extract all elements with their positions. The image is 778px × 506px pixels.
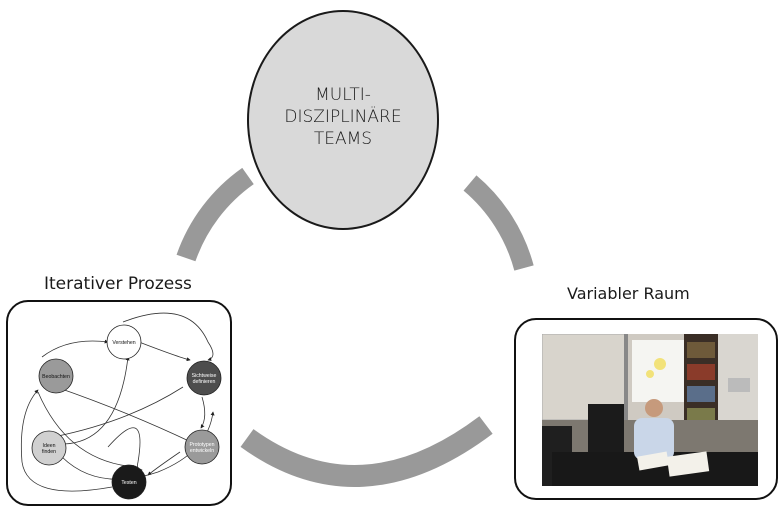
variable-room-panel [514, 318, 778, 500]
photo-printer [728, 378, 750, 392]
process-node-verstehen [106, 324, 142, 360]
process-node-ideen [31, 430, 67, 466]
arrow-sichtweise-prototypen [200, 396, 206, 429]
arrow-beobachten-testen [37, 391, 137, 469]
ring-arc-bottom [240, 416, 493, 487]
photo-sticky-note [646, 370, 654, 378]
arrow-ideen-verstehen [63, 356, 130, 445]
photo-board-edge [624, 334, 628, 420]
multidisciplinary-teams-circle: MULTI- DISZIPLINÄRE TEAMS [247, 10, 439, 230]
arrow-prototypen-testen [147, 451, 181, 476]
photo-books [687, 364, 715, 380]
process-node-label-verstehen: Verstehen [112, 340, 135, 346]
process-node-prototypen [184, 429, 220, 465]
process-node-label-testen: Testen [121, 480, 136, 486]
ring-arc-left [176, 167, 254, 262]
arrow-inner-loop [107, 427, 143, 472]
multidisciplinary-teams-title: MULTI- DISZIPLINÄRE TEAMS [284, 85, 402, 149]
ring-arc-right [463, 175, 534, 271]
arrow-verstehen-sichtweise [138, 341, 191, 362]
arrow-sichtweise-ideen [52, 386, 184, 439]
arrow-beobachten-verstehen [41, 339, 109, 358]
photo-paper [637, 451, 669, 471]
photo-books [687, 386, 715, 402]
arrow-loop-top [122, 312, 214, 361]
photo-books [687, 342, 715, 358]
process-node-beobachten [38, 358, 74, 394]
photo-person-shirt [634, 418, 674, 460]
iterative-process-title: Iterativer Prozess [44, 274, 192, 294]
photo-paper [666, 451, 710, 477]
variable-room-title: Variabler Raum [567, 284, 690, 303]
photo-sticky-note [654, 358, 666, 370]
arrow-testen-beobachten [21, 389, 113, 492]
variable-room-photo [542, 334, 758, 486]
photo-flipchart [632, 340, 684, 402]
process-node-label-beobachten: Beobachten [42, 374, 70, 380]
process-node-sichtweise [186, 360, 222, 396]
arrow-prototypen-beobachten [55, 386, 192, 443]
process-node-testen [111, 464, 147, 500]
photo-person-head [645, 399, 663, 417]
